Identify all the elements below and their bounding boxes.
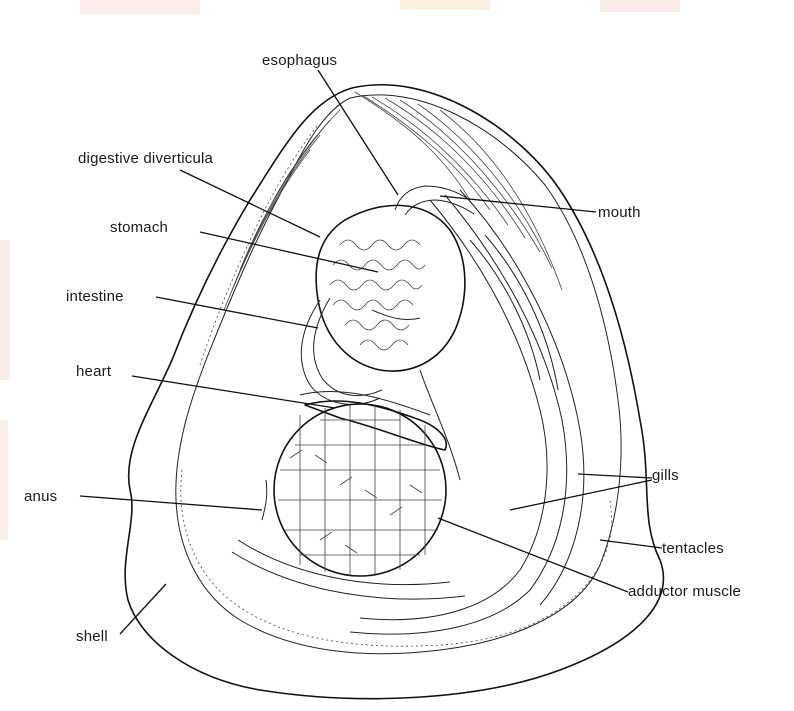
intestine-loop [301,300,380,404]
leader-adductor-muscle [438,518,628,592]
label-intestine: intestine [66,288,124,305]
label-heart: heart [76,363,111,380]
adductor-muscle-cells [278,405,442,576]
label-digestive-diverticula: digestive diverticula [78,150,213,167]
leader-intestine [156,297,318,328]
label-gills: gills [652,467,679,484]
mantle-outline [176,95,621,654]
label-shell: shell [76,628,108,645]
intestine-loop-inner [314,298,382,396]
label-tentacles: tentacles [662,540,724,557]
intestine-descending [420,370,460,480]
leader-gills-upper [578,474,652,478]
label-adductor-muscle: adductor muscle [628,583,741,600]
digestive-diverticula-texture [330,240,425,350]
anus-tube [262,480,267,520]
leader-heart [132,376,335,408]
label-stomach: stomach [110,219,168,236]
label-anus: anus [24,488,57,505]
leader-gills-lower [510,480,652,510]
gill-bands [232,190,584,634]
shell-striations [224,92,562,310]
leader-anus [80,496,262,510]
watermark-tint [0,0,680,540]
leader-digestive-diverticula [180,170,320,237]
leader-esophagus [318,70,398,195]
label-mouth: mouth [598,204,641,221]
leader-mouth [440,196,596,212]
shell-outline [125,85,663,699]
label-esophagus: esophagus [262,52,337,69]
heart-shape [300,392,446,450]
leader-stomach [200,232,378,272]
